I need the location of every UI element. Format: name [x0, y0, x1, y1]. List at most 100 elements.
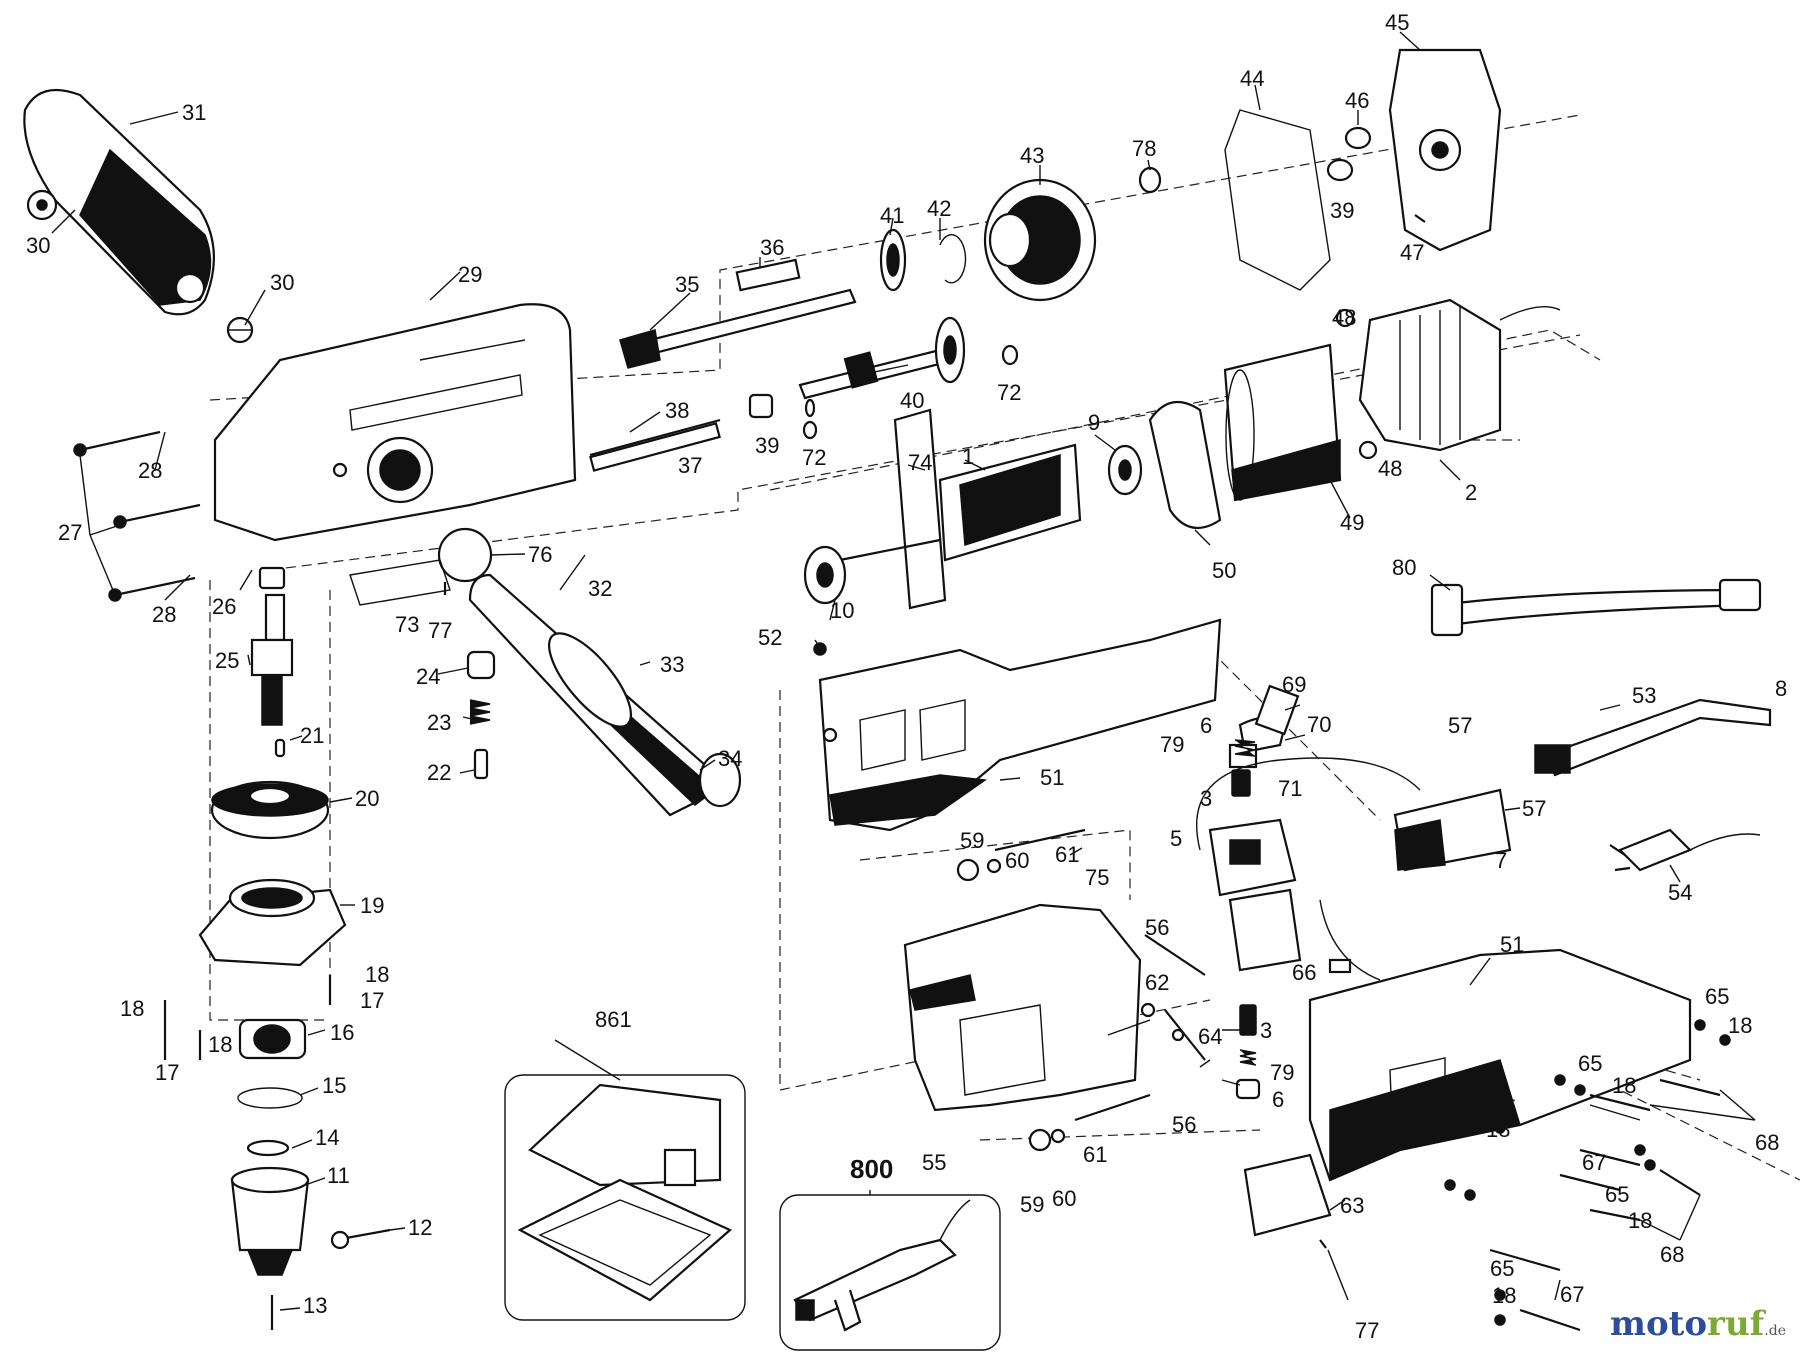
label-74: 74: [908, 450, 932, 475]
label-26: 26: [212, 594, 236, 619]
label-8: 8: [1775, 676, 1787, 701]
label-3b: 3: [1260, 1018, 1272, 1043]
label-56b: 56: [1172, 1112, 1196, 1137]
label-22: 22: [427, 760, 451, 785]
label-64: 64: [1198, 1024, 1222, 1049]
part-labels: 31 30 30 29 28 27 28 26 25 21 20 19 18 1…: [26, 10, 1787, 1343]
label-28b: 28: [152, 602, 176, 627]
part-44-47-flange: [1224, 48, 1502, 291]
label-56a: 56: [1145, 915, 1169, 940]
part-63-nameplate: [1243, 1153, 1332, 1249]
label-37: 37: [678, 453, 702, 478]
label-6b: 6: [1272, 1087, 1284, 1112]
label-61a: 61: [1055, 842, 1079, 867]
label-39b: 39: [1330, 198, 1354, 223]
label-40: 40: [900, 388, 924, 413]
label-79b: 79: [1270, 1060, 1294, 1085]
label-68b: 68: [1660, 1242, 1684, 1267]
label-5: 5: [1170, 826, 1182, 851]
part-49-50-stator-parts: [1148, 343, 1342, 530]
part-73-77-nameplate: [349, 559, 451, 606]
label-861: 861: [595, 1007, 632, 1032]
label-42: 42: [927, 196, 951, 221]
label-18h: 18: [1492, 1283, 1516, 1308]
label-10: 10: [830, 598, 854, 623]
label-15: 15: [322, 1073, 346, 1098]
label-38: 38: [665, 398, 689, 423]
label-20: 20: [355, 786, 379, 811]
label-65a: 65: [1705, 984, 1729, 1009]
label-30a: 30: [26, 233, 50, 258]
label-62: 62: [1145, 970, 1169, 995]
label-18b: 18: [120, 996, 144, 1021]
label-41: 41: [880, 203, 904, 228]
label-61b: 61: [1083, 1142, 1107, 1167]
label-31: 31: [182, 100, 206, 125]
label-59a: 59: [960, 828, 984, 853]
label-18g: 18: [1628, 1208, 1652, 1233]
label-52: 52: [758, 625, 782, 650]
label-18a: 18: [365, 962, 389, 987]
label-32: 32: [588, 576, 612, 601]
label-72b: 72: [997, 380, 1021, 405]
label-800: 800: [850, 1154, 893, 1184]
label-49: 49: [1340, 510, 1364, 535]
part-32-34-side-handle: [437, 527, 742, 817]
part-switch-and-brushes: [1195, 684, 1772, 1100]
part-31-handle-cover: [23, 88, 215, 316]
label-50: 50: [1212, 558, 1236, 583]
part-800-accessory: [779, 1194, 1001, 1351]
label-13: 13: [303, 1293, 327, 1318]
label-75: 75: [1085, 865, 1109, 890]
label-19: 19: [360, 893, 384, 918]
label-72a: 72: [802, 445, 826, 470]
label-77b: 77: [1355, 1318, 1379, 1343]
label-2: 2: [1465, 480, 1477, 505]
label-79a: 79: [1160, 732, 1184, 757]
label-18f: 18: [1486, 1117, 1510, 1142]
label-44: 44: [1240, 66, 1264, 91]
watermark-text-a: moto: [1609, 1304, 1708, 1344]
label-17a: 17: [360, 988, 384, 1013]
label-70: 70: [1307, 712, 1331, 737]
label-73: 73: [395, 612, 419, 637]
label-7: 7: [1495, 848, 1507, 873]
label-65d: 65: [1605, 1182, 1629, 1207]
part-80-strap: [1430, 578, 1762, 637]
label-17b: 17: [155, 1060, 179, 1085]
label-18e: 18: [1612, 1073, 1636, 1098]
label-18c: 18: [208, 1032, 232, 1057]
part-29-gear-housing: [213, 303, 577, 542]
label-65c: 65: [1492, 1095, 1516, 1120]
leader-lines: [51, 31, 1756, 1311]
label-30b: 30: [270, 270, 294, 295]
label-21: 21: [300, 723, 324, 748]
label-28a: 28: [138, 458, 162, 483]
part-51-housing-left: [818, 618, 1222, 832]
label-51a: 51: [1040, 765, 1064, 790]
label-69: 69: [1282, 672, 1306, 697]
label-35: 35: [675, 272, 699, 297]
label-11: 11: [327, 1163, 350, 1188]
part-65-68-screws-washers: [1444, 1019, 1731, 1332]
label-77a: 77: [428, 618, 452, 643]
part-1-armature: [803, 408, 1143, 610]
label-47: 47: [1400, 240, 1424, 265]
label-67b: 67: [1560, 1282, 1584, 1307]
label-80: 80: [1392, 555, 1416, 580]
label-29: 29: [458, 262, 482, 287]
label-43: 43: [1020, 143, 1044, 168]
part-52-screw: [813, 642, 827, 656]
part-861-case: [504, 1074, 746, 1321]
part-51-housing-right: [1308, 948, 1692, 1182]
label-54: 54: [1668, 880, 1692, 905]
label-45: 45: [1385, 10, 1409, 35]
label-33: 33: [660, 652, 684, 677]
label-60a: 60: [1005, 848, 1029, 873]
part-22-24-bolt-spring-bush: [466, 650, 496, 780]
label-63: 63: [1340, 1193, 1364, 1218]
label-3a: 3: [1200, 786, 1212, 811]
part-35-43-shafts-gears: [589, 166, 1162, 472]
label-65e: 65: [1490, 1256, 1514, 1281]
